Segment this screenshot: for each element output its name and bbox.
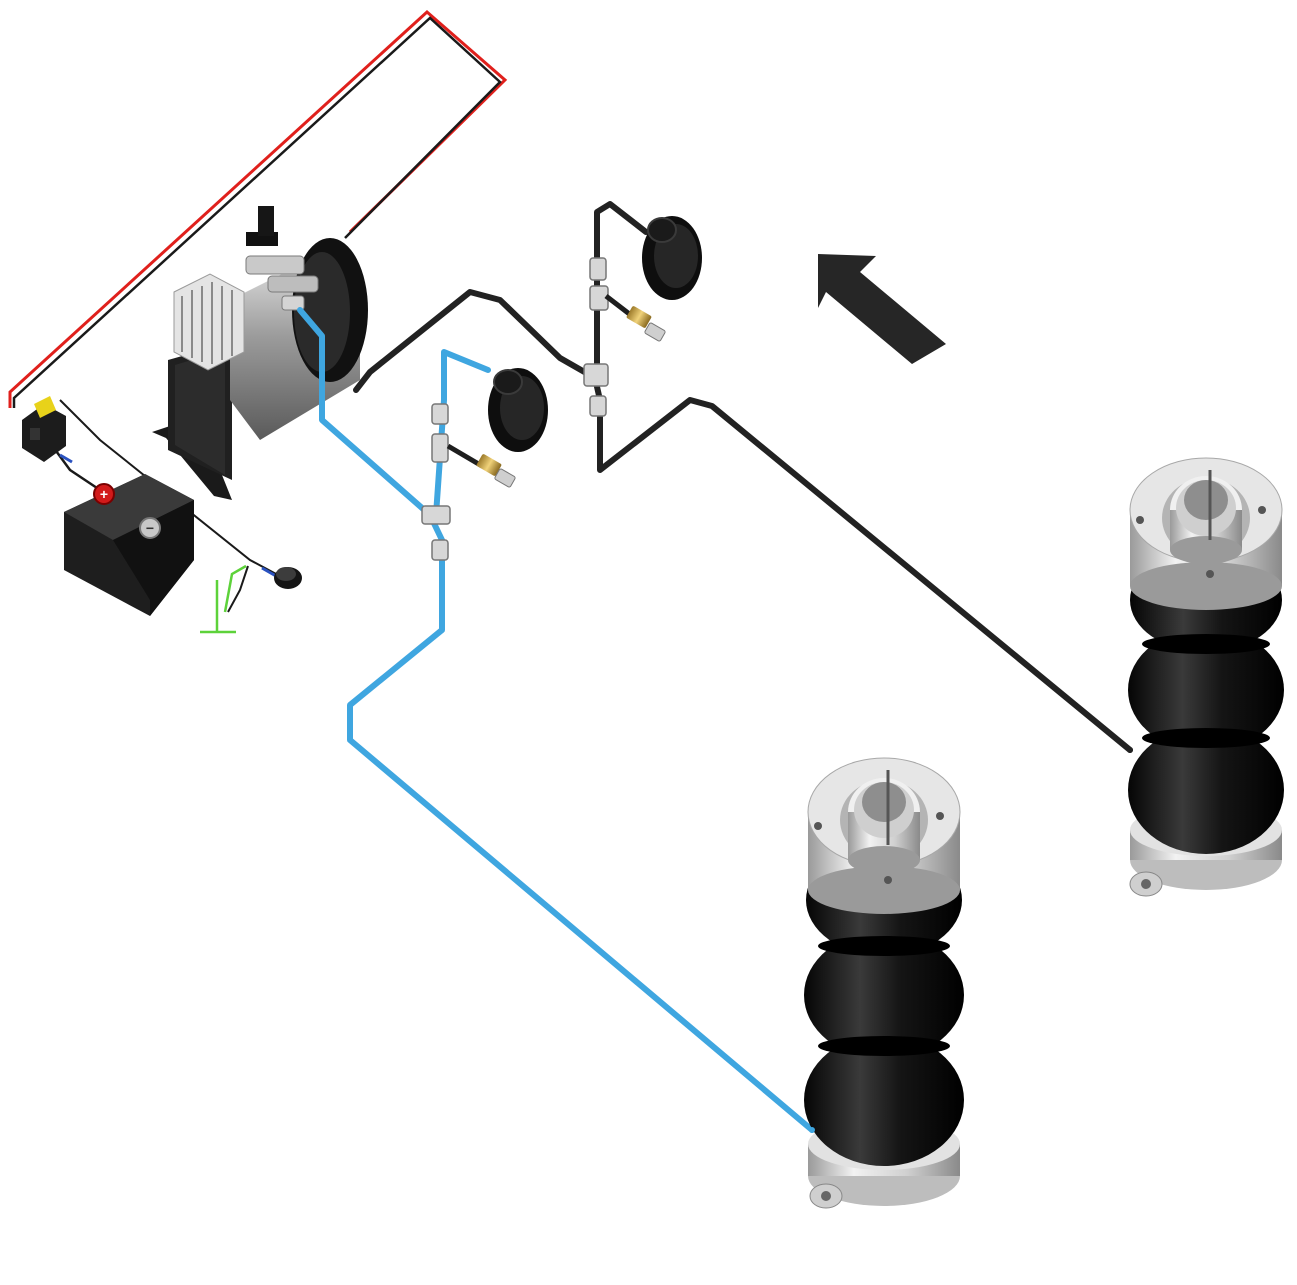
switch-lead-blue: [261, 566, 277, 578]
compressor-icon: [152, 206, 368, 500]
schrader-valve-icon: [446, 443, 516, 488]
direction-arrow-icon: [818, 254, 946, 364]
air-line-left-endpoint: [809, 1127, 815, 1133]
ground-lead: [227, 565, 249, 613]
air-line-left: [297, 307, 815, 1133]
pressure-gauge-icon: [488, 368, 548, 452]
positive-symbol: +: [100, 486, 108, 502]
battery-lead-blue: [59, 453, 73, 464]
battery-icon: + −: [64, 474, 194, 616]
relay-fuse-icon: [22, 396, 66, 462]
negative-wire: [12, 16, 502, 408]
pressure-gauge-icon: [642, 216, 702, 300]
air-line-right-endpoint: [1127, 747, 1133, 753]
battery-negative-terminal: [139, 517, 161, 539]
schrader-valve-icon: [604, 294, 666, 342]
negative-symbol: −: [146, 520, 154, 536]
ground-icon: [200, 564, 247, 634]
air-spring-icon: [1128, 457, 1284, 897]
battery-positive-terminal: [93, 483, 115, 505]
air-spring-icon: [804, 757, 964, 1209]
cooling-fins: [173, 273, 245, 371]
pressure-switch-icon: [274, 567, 302, 589]
